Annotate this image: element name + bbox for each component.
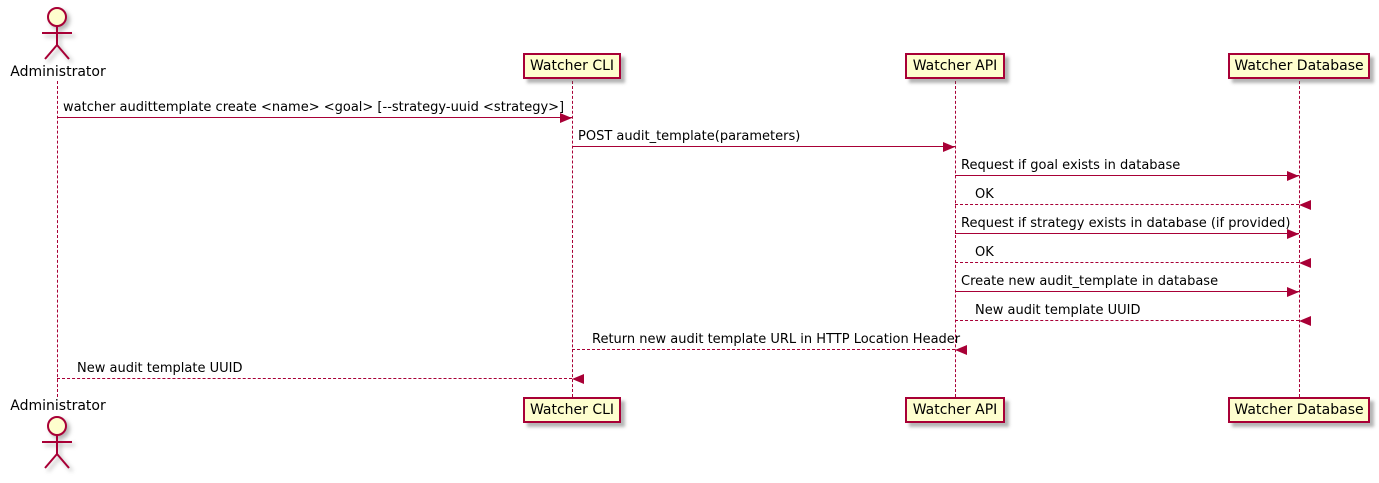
lifeline-api [955, 81, 956, 397]
message-arrowhead-6 [1287, 287, 1299, 297]
participant-cli-bottom: Watcher CLI [523, 397, 621, 423]
message-label-3: OK [975, 187, 994, 202]
message-arrowhead-3 [1299, 200, 1311, 210]
participant-cli-top: Watcher CLI [523, 53, 621, 79]
message-arrowhead-5 [1299, 258, 1311, 268]
message-line-8 [572, 349, 955, 350]
lifeline-cli [572, 81, 573, 397]
message-line-4 [955, 233, 1299, 234]
participant-db-bottom: Watcher Database [1228, 397, 1370, 423]
message-label-6: Create new audit_template in database [961, 274, 1219, 289]
message-label-2: Request if goal exists in database [961, 158, 1181, 173]
lifeline-admin [57, 81, 58, 397]
actor-administrator-label-bottom: Administrator [10, 398, 106, 414]
message-line-0 [57, 117, 572, 118]
message-line-5 [955, 262, 1299, 263]
actor-administrator-icon [42, 7, 72, 60]
message-label-7: New audit template UUID [975, 303, 1141, 318]
message-arrowhead-0 [560, 113, 572, 123]
message-arrowhead-7 [1299, 316, 1311, 326]
message-arrowhead-8 [955, 345, 967, 355]
actor-administrator-label-top: Administrator [10, 64, 106, 80]
message-label-0: watcher audittemplate create <name> <goa… [63, 100, 565, 115]
message-line-9 [57, 378, 572, 379]
participant-api-bottom: Watcher API [905, 397, 1005, 423]
message-arrowhead-1 [943, 142, 955, 152]
participant-api-top: Watcher API [905, 53, 1005, 79]
message-line-3 [955, 204, 1299, 205]
message-line-7 [955, 320, 1299, 321]
message-label-8: Return new audit template URL in HTTP Lo… [592, 332, 961, 347]
lifeline-db [1299, 81, 1300, 397]
message-label-5: OK [975, 245, 994, 260]
message-arrowhead-4 [1287, 229, 1299, 239]
actor-administrator-icon [42, 416, 72, 469]
message-line-6 [955, 291, 1299, 292]
message-arrowhead-2 [1287, 171, 1299, 181]
message-line-1 [572, 146, 955, 147]
message-line-2 [955, 175, 1299, 176]
message-label-9: New audit template UUID [77, 361, 243, 376]
participant-db-top: Watcher Database [1228, 53, 1370, 79]
message-label-4: Request if strategy exists in database (… [961, 216, 1291, 231]
message-label-1: POST audit_template(parameters) [578, 129, 801, 144]
message-arrowhead-9 [572, 374, 584, 384]
